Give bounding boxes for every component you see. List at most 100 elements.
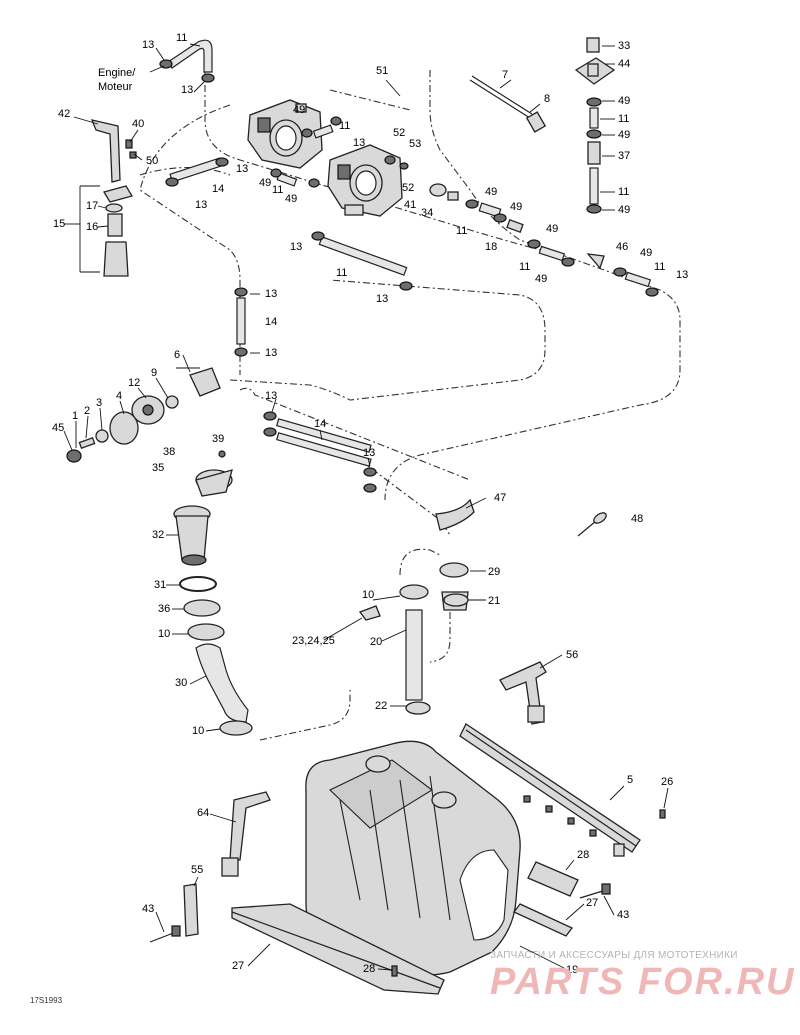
fuel-cap (195, 450, 233, 497)
callout-c39: 39 (212, 433, 224, 445)
callout-c28a: 28 (577, 849, 589, 861)
callout-c11e: 11 (272, 184, 283, 196)
callout-c56: 56 (566, 649, 578, 661)
tank-pad-right (512, 861, 579, 937)
callout-c14a: 14 (212, 183, 224, 195)
callout-c49k: 49 (640, 247, 652, 259)
callout-c13g: 13 (290, 241, 302, 253)
callout-c19: 19 (566, 964, 578, 976)
callout-c64: 64 (197, 807, 209, 819)
filler-neck (173, 505, 211, 566)
callout-c49a: 49 (618, 95, 630, 107)
callout-c10a: 10 (362, 589, 374, 601)
callout-c14b: 14 (265, 316, 277, 328)
tank-support-rail (459, 723, 666, 857)
callout-c15: 15 (53, 218, 65, 230)
callout-c27a: 27 (586, 897, 598, 909)
callout-c13d: 13 (236, 163, 248, 175)
callout-c32: 32 (152, 529, 164, 541)
callout-c43a: 43 (142, 903, 154, 915)
callout-c20: 20 (370, 636, 382, 648)
callout-c49c: 49 (618, 204, 630, 216)
callout-c26: 26 (661, 776, 673, 788)
carburetor-rear (327, 144, 403, 217)
callout-c49h: 49 (510, 201, 522, 213)
callout-c10c: 10 (192, 725, 204, 737)
callout-c17: 17 (86, 200, 98, 212)
callout-c49i: 49 (546, 223, 558, 235)
callout-c53: 53 (409, 138, 421, 150)
callout-c21: 21 (488, 595, 500, 607)
callout-c16: 16 (86, 221, 98, 233)
callout-c13k: 13 (265, 390, 277, 402)
callout-c11h: 11 (654, 261, 665, 273)
callout-c11f: 11 (456, 225, 467, 237)
fuel-tank (305, 740, 521, 976)
callout-c46: 46 (616, 241, 628, 253)
callout-c13h: 13 (376, 293, 388, 305)
tie-strap (577, 512, 607, 537)
choke-cable (469, 75, 547, 133)
callout-c43b: 43 (617, 909, 629, 921)
callout-c49b: 49 (618, 129, 630, 141)
callout-c11d: 11 (339, 120, 350, 132)
callout-c49j: 49 (535, 273, 547, 285)
callout-c13j: 13 (265, 347, 277, 359)
vent-valve-chain (574, 37, 616, 214)
fitting-chain (429, 183, 659, 297)
callout-c52b: 52 (402, 182, 414, 194)
callout-c47: 47 (494, 492, 506, 504)
callout-c7: 7 (502, 69, 508, 81)
callout-c42: 42 (58, 108, 70, 120)
callout-c22: 22 (375, 700, 387, 712)
callout-c35: 35 (152, 462, 164, 474)
callout-c8: 8 (544, 93, 550, 105)
callout-c27b: 27 (232, 960, 244, 972)
callout-c38: 38 (163, 446, 175, 458)
callout-c49g: 49 (485, 186, 497, 198)
callout-c6: 6 (174, 349, 180, 361)
callout-c33: 33 (618, 40, 630, 52)
callout-c11g: 11 (519, 261, 530, 273)
callout-c5: 5 (627, 774, 633, 786)
callout-c13c: 13 (353, 137, 365, 149)
callout-c28b: 28 (363, 963, 375, 975)
watermark-brand: PARTS FOR.RU (490, 961, 796, 1003)
callout-c11a: 11 (176, 32, 187, 44)
callout-c13e: 13 (195, 199, 207, 211)
engine-note-line-2: Moteur (98, 81, 133, 93)
callout-c11i: 11 (336, 267, 347, 279)
tank-strap-right (499, 661, 547, 725)
callout-c40: 40 (132, 118, 144, 130)
callout-c13f: 13 (676, 269, 688, 281)
callout-c45: 45 (52, 422, 64, 434)
callout-c51: 51 (376, 65, 388, 77)
tank-pad-left (231, 903, 445, 995)
watermark-caption: ЗАПЧАСТИ И АКСЕССУАРЫ ДЛЯ МОТОТЕХНИКИ (490, 950, 738, 961)
callout-c13b: 13 (181, 84, 193, 96)
callout-c2: 2 (84, 405, 90, 417)
hose-to-engine (159, 39, 215, 83)
twin-hoses (263, 411, 377, 493)
callout-c18: 18 (485, 241, 497, 253)
callout-c49f: 49 (285, 193, 297, 205)
hose-middle (311, 231, 413, 291)
callout-c4: 4 (116, 390, 122, 402)
filler-rings (179, 576, 225, 641)
callout-c13i: 13 (265, 288, 277, 300)
callout-c13a: 13 (142, 39, 154, 51)
filler-hose (195, 643, 253, 736)
callout-c13l: 13 (363, 447, 375, 459)
callout-c49d: 49 (293, 104, 305, 116)
callout-c3: 3 (96, 397, 102, 409)
callout-c30: 30 (175, 677, 187, 689)
fuel-valve-assembly (66, 367, 221, 463)
carburetor-front (247, 99, 323, 169)
tank-strap-left (149, 791, 611, 943)
callout-c34: 34 (421, 207, 433, 219)
callout-c11c: 11 (618, 186, 629, 198)
callout-c11b: 11 (618, 113, 629, 125)
engine-note-line-1: Engine/ (98, 67, 136, 79)
